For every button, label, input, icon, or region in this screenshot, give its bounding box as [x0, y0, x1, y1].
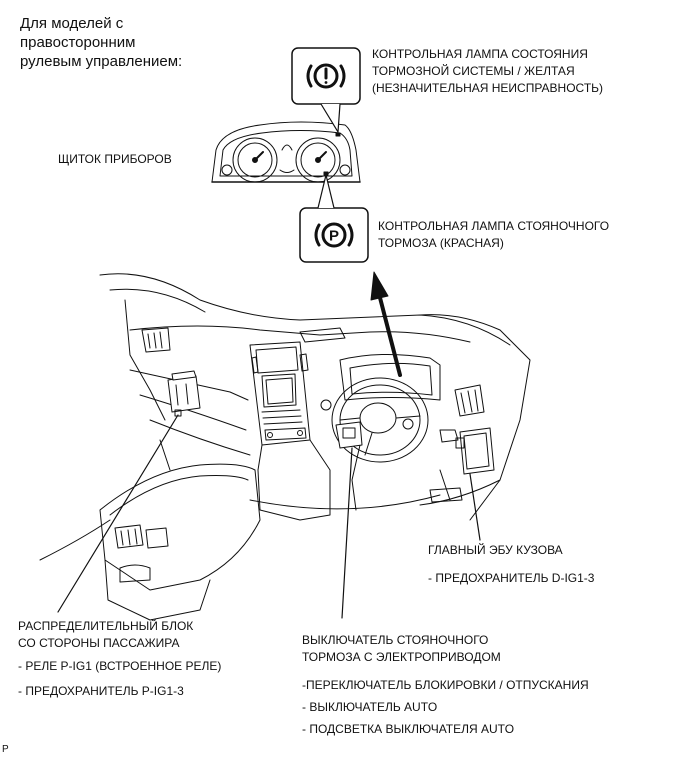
model-note: Для моделей с правосторонним рулевым упр… [20, 14, 182, 71]
brake-warning-callout [291, 47, 361, 133]
instrument-cluster [211, 121, 361, 183]
passenger-jb-fuse: - ПРЕДОХРАНИТЕЛЬ P-IG1-3 [18, 684, 184, 698]
passenger-jb-line-1: РАСПРЕДЕЛИТЕЛЬНЫЙ БЛОК [18, 619, 194, 633]
passenger-jb-relay: - РЕЛЕ P-IG1 (ВСТРОЕННОЕ РЕЛЕ) [18, 659, 222, 673]
passenger-jb-line-2: СО СТОРОНЫ ПАССАЖИРА [18, 636, 180, 650]
epb-switch-item-lock: -ПЕРЕКЛЮЧАТЕЛЬ БЛОКИРОВКИ / ОТПУСКАНИЯ [302, 678, 589, 692]
passenger-jb-label: РАСПРЕДЕЛИТЕЛЬНЫЙ БЛОК СО СТОРОНЫ ПАССАЖ… [18, 618, 193, 652]
epb-switch-item-auto-light: - ПОДСВЕТКА ВЫКЛЮЧАТЕЛЯ AUTO [302, 722, 515, 736]
parking-lamp-label: КОНТРОЛЬНАЯ ЛАМПА СТОЯНОЧНОГО ТОРМОЗА (К… [378, 218, 609, 252]
passenger-junction-block [167, 370, 201, 417]
model-note-line-2: правосторонним [20, 34, 136, 51]
epb-switch-item-auto: - ВЫКЛЮЧАТЕЛЬ AUTO [302, 700, 438, 714]
brake-warning-label: КОНТРОЛЬНАЯ ЛАМПА СОСТОЯНИЯ ТОРМОЗНОЙ СИ… [372, 46, 603, 97]
parking-brake-letter: P [329, 228, 339, 245]
epb-switch-line-1: ВЫКЛЮЧАТЕЛЬ СТОЯНОЧНОГО [302, 633, 489, 647]
brake-warning-icon [306, 63, 346, 89]
parking-brake-callout: P [299, 174, 369, 263]
parking-brake-icon [314, 222, 354, 248]
model-note-line-1: Для моделей с [20, 15, 124, 32]
model-note-line-3: рулевым управлением: [20, 53, 183, 70]
figure-code: P [2, 744, 9, 755]
brake-warning-line-2: ТОРМОЗНОЙ СИСТЕМЫ / ЖЕЛТАЯ [372, 64, 575, 78]
brake-warning-line-1: КОНТРОЛЬНАЯ ЛАМПА СОСТОЯНИЯ [372, 47, 588, 61]
main-body-ecu-fuse: - ПРЕДОХРАНИТЕЛЬ D-IG1-3 [428, 571, 595, 585]
parking-lamp-line-2: ТОРМОЗА (КРАСНАЯ) [378, 236, 504, 250]
epb-switch [335, 421, 363, 449]
parking-lamp-line-1: КОНТРОЛЬНАЯ ЛАМПА СТОЯНОЧНОГО [378, 219, 610, 233]
epb-switch-line-2: ТОРМОЗА С ЭЛЕКТРОПРИВОДОМ [302, 650, 501, 664]
main-body-ecu [455, 427, 495, 475]
epb-switch-label: ВЫКЛЮЧАТЕЛЬ СТОЯНОЧНОГО ТОРМОЗА С ЭЛЕКТР… [302, 632, 501, 666]
cluster-arrow [370, 271, 402, 377]
main-body-ecu-label: ГЛАВНЫЙ ЭБУ КУЗОВА [428, 543, 563, 557]
cluster-label: ЩИТОК ПРИБОРОВ [58, 152, 172, 166]
brake-warning-line-3: (НЕЗНАЧИТЕЛЬНАЯ НЕИСПРАВНОСТЬ) [372, 81, 604, 95]
dashboard-body [39, 273, 531, 621]
steering-wheel [331, 377, 429, 511]
leader-lines [57, 414, 481, 619]
